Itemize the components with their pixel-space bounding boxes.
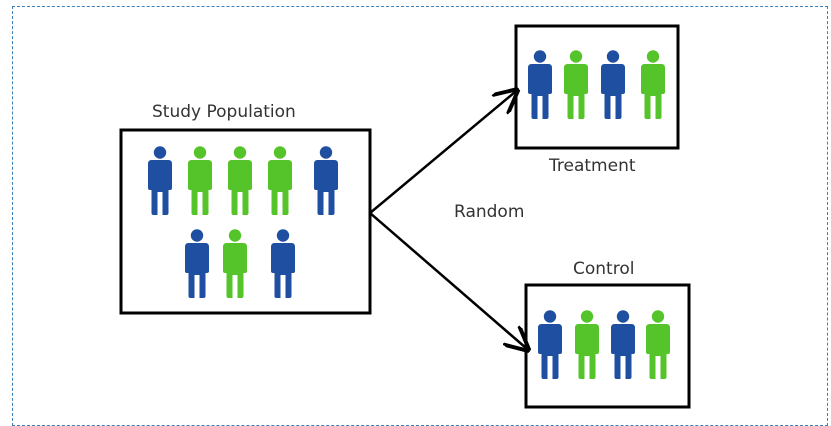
population-label: Study Population [152, 102, 296, 122]
randomization-diagram [119, 24, 691, 409]
random-label: Random [454, 202, 525, 222]
treatment-label: Treatment [549, 156, 636, 176]
control-label: Control [573, 259, 635, 279]
arrow-to-treatment [369, 92, 515, 214]
arrow-to-control [369, 212, 526, 348]
diagram-canvas: Study Population Treatment Control Rando… [12, 6, 828, 426]
